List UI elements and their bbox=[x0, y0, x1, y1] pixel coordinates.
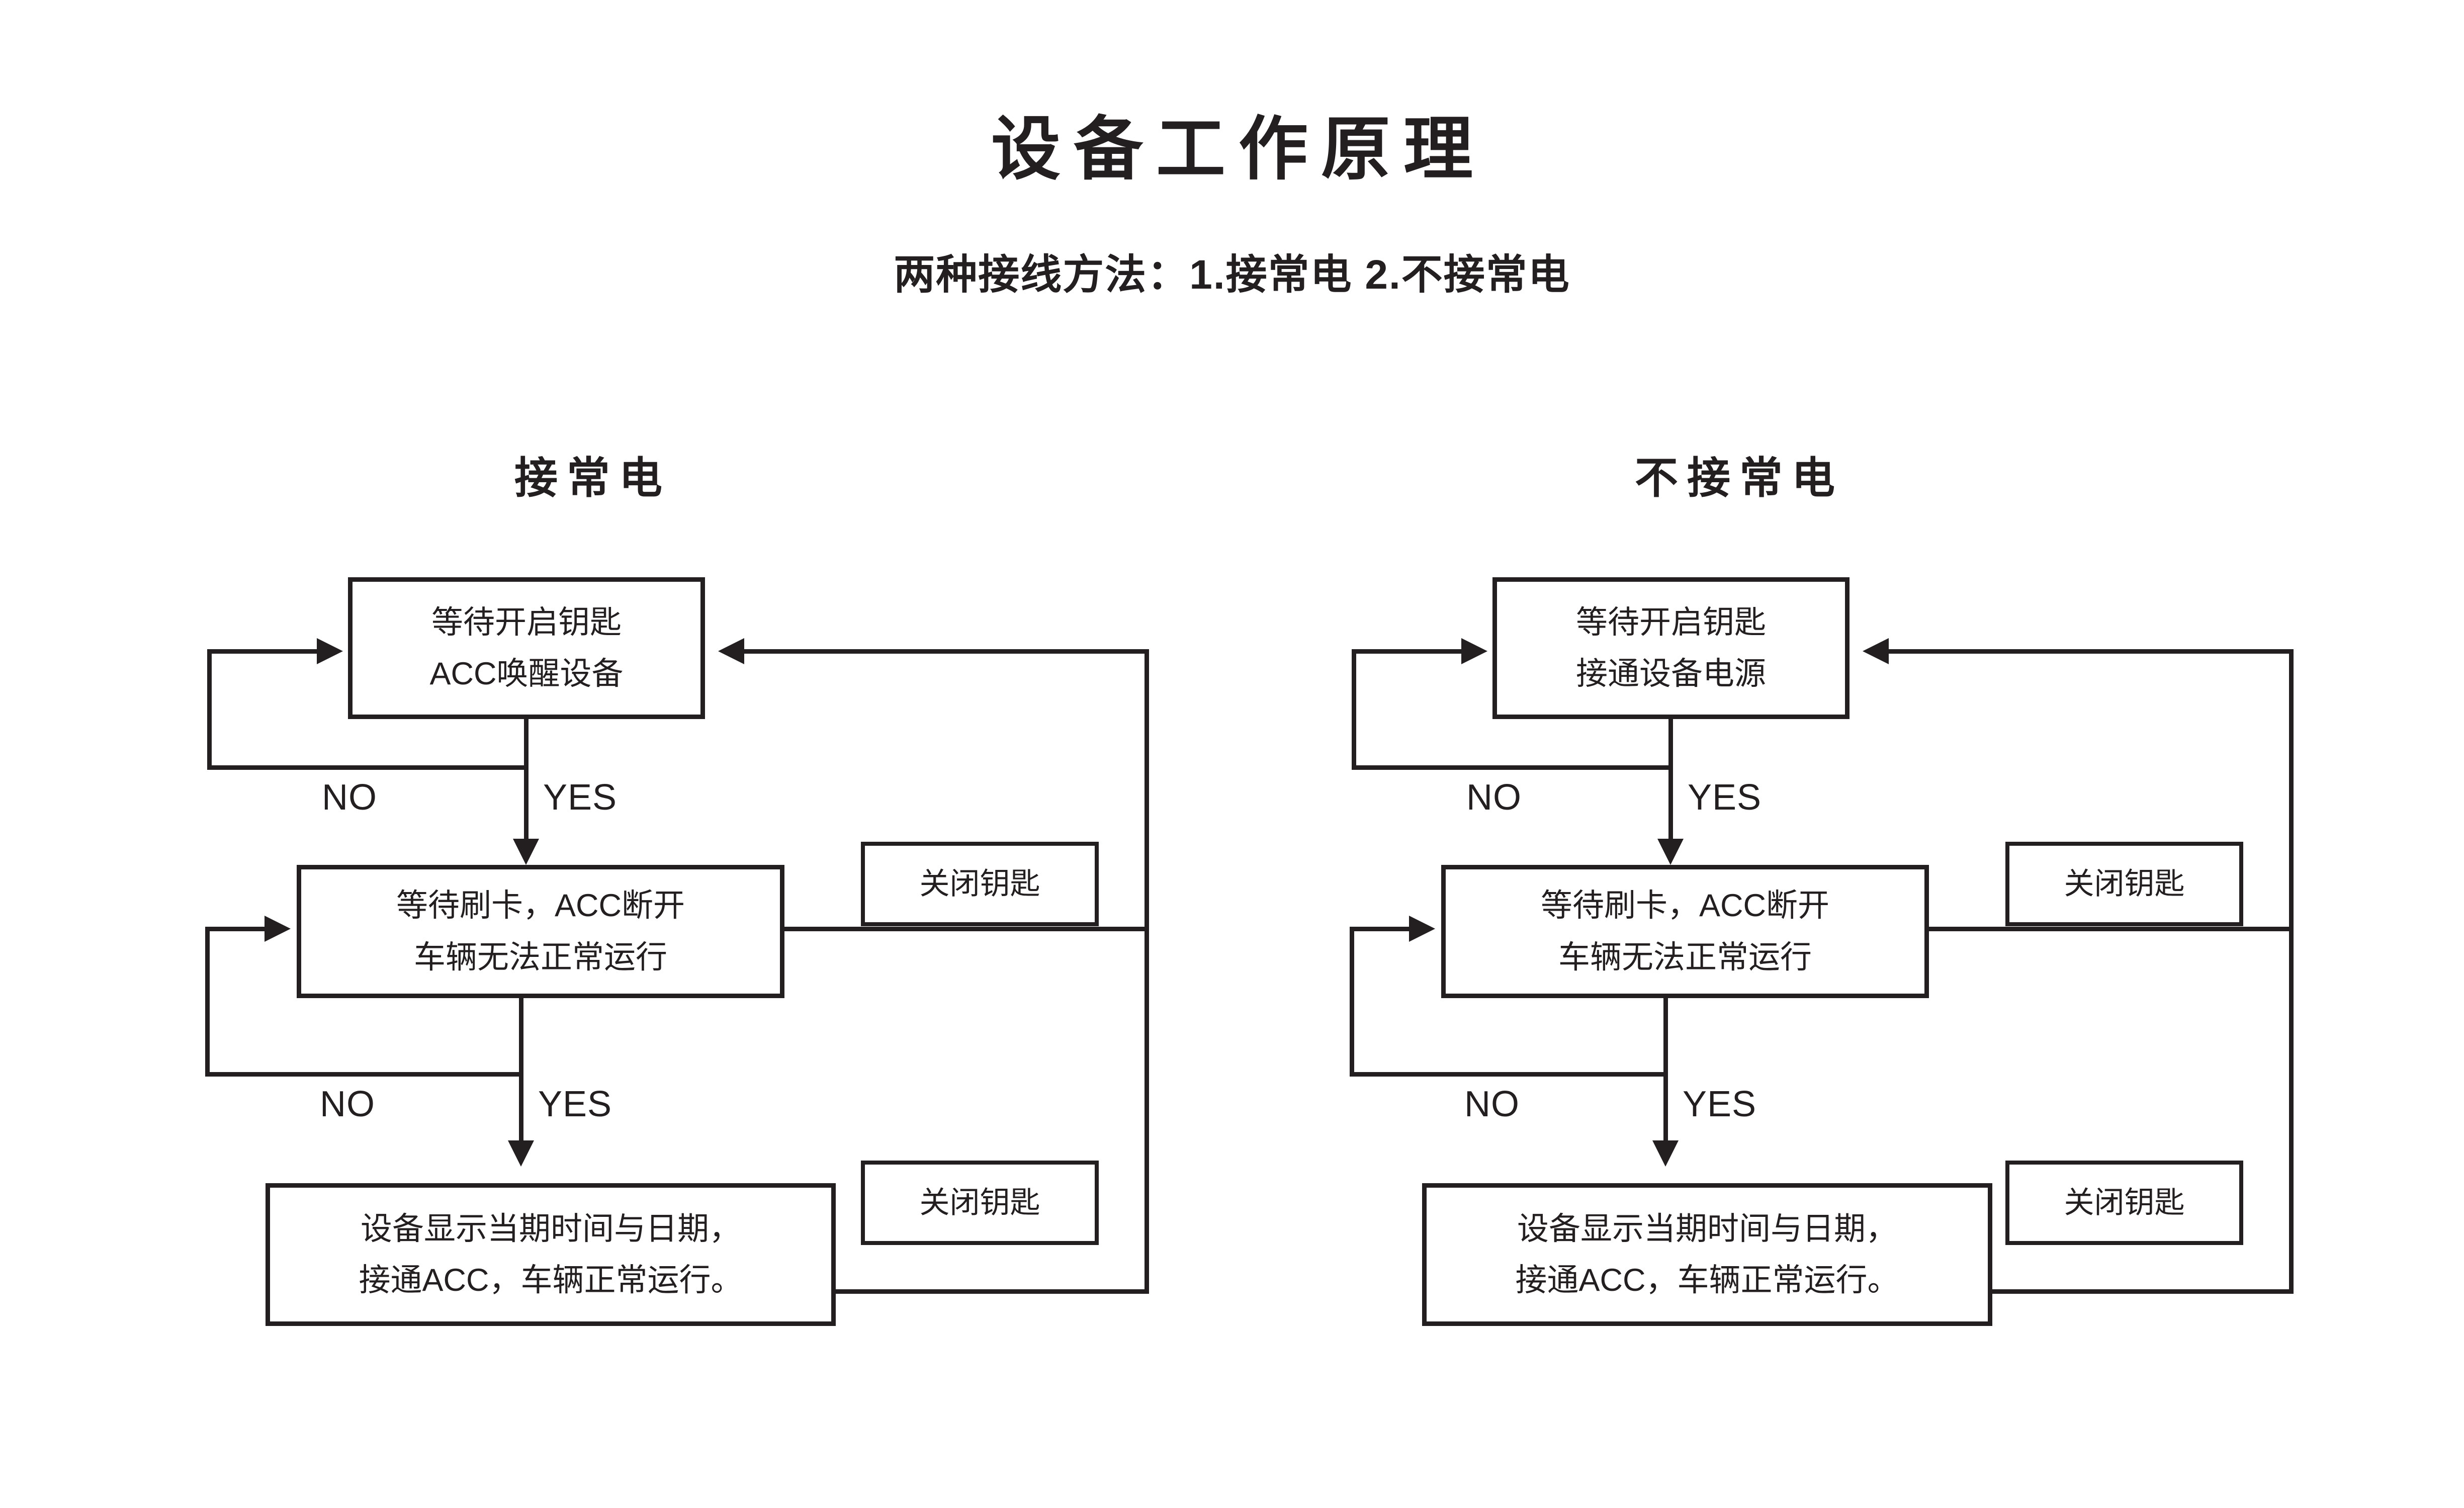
node-line: 接通ACC，车辆正常运行。 bbox=[359, 1263, 743, 1298]
page-subtitle: 两种接线方法：1.接常电 2.不接常电 bbox=[894, 252, 1570, 298]
note-right-close-key-2: 关闭钥匙 bbox=[2005, 1161, 2243, 1245]
connector-left-no-riser-2 bbox=[205, 927, 210, 1077]
connector-left-no-return-1 bbox=[207, 649, 318, 654]
connector-left-yes-trunk-1 bbox=[524, 719, 529, 847]
connector-right-return-riser bbox=[2289, 649, 2294, 1294]
node-line: 接通设备电源 bbox=[1576, 656, 1766, 691]
connector-right-no-riser-1 bbox=[1352, 649, 1356, 770]
branch-label-right-no-1: NO bbox=[1466, 777, 1522, 818]
page-title: 设备工作原理 bbox=[991, 111, 1486, 188]
connector-left-return-from-node3 bbox=[834, 1289, 1149, 1294]
node-line: 接通ACC，车辆正常运行。 bbox=[1515, 1263, 1899, 1298]
connector-right-no-return-2 bbox=[1350, 927, 1410, 931]
branch-label-left-no-2: NO bbox=[320, 1084, 375, 1124]
note-label: 关闭钥匙 bbox=[2064, 1186, 2185, 1220]
arrowhead-left-yes-2 bbox=[508, 1140, 534, 1167]
connector-left-no-riser-1 bbox=[207, 649, 212, 770]
column-heading-without-constant-power: 不接常电 bbox=[1635, 454, 1844, 502]
branch-label-right-yes-2: YES bbox=[1683, 1084, 1757, 1124]
node-right-wait-key-power-on: 等待开启钥匙 接通设备电源 bbox=[1492, 577, 1850, 719]
connector-right-no-bottom-1 bbox=[1352, 765, 1671, 770]
arrowhead-right-return bbox=[1863, 638, 1889, 664]
note-label: 关闭钥匙 bbox=[919, 1186, 1040, 1220]
note-left-close-key-2: 关闭钥匙 bbox=[861, 1161, 1099, 1245]
connector-right-return-top bbox=[1889, 649, 2294, 654]
node-line: ACC唤醒设备 bbox=[429, 656, 624, 691]
note-label: 关闭钥匙 bbox=[919, 867, 1040, 901]
node-right-wait-card-acc-off: 等待刷卡，ACC断开 车辆无法正常运行 bbox=[1441, 865, 1929, 998]
connector-right-return-from-node2 bbox=[1927, 927, 2294, 931]
node-left-device-shows-time: 设备显示当期时间与日期， 接通ACC，车辆正常运行。 bbox=[266, 1183, 836, 1326]
branch-label-left-no-1: NO bbox=[322, 777, 377, 818]
arrowhead-right-no-1 bbox=[1461, 638, 1487, 664]
connector-right-no-bottom-2 bbox=[1350, 1072, 1666, 1077]
column-heading-with-constant-power: 接常电 bbox=[514, 454, 671, 502]
node-line: 等待开启钥匙 bbox=[1576, 604, 1766, 640]
node-line: 设备显示当期时间与日期， bbox=[1517, 1211, 1897, 1247]
arrowhead-right-no-2 bbox=[1409, 916, 1435, 942]
note-label: 关闭钥匙 bbox=[2064, 867, 2185, 901]
arrowhead-right-yes-2 bbox=[1652, 1140, 1679, 1167]
node-left-wait-card-acc-off: 等待刷卡，ACC断开 车辆无法正常运行 bbox=[297, 865, 784, 998]
note-left-close-key-1: 关闭钥匙 bbox=[861, 842, 1099, 926]
node-left-wait-key-acc-wake: 等待开启钥匙 ACC唤醒设备 bbox=[348, 577, 705, 719]
node-line: 车辆无法正常运行 bbox=[1558, 939, 1812, 975]
connector-right-no-riser-2 bbox=[1350, 927, 1354, 1077]
connector-right-return-from-node3 bbox=[1990, 1289, 2294, 1294]
connector-left-no-bottom-2 bbox=[205, 1072, 521, 1077]
branch-label-left-yes-1: YES bbox=[543, 777, 618, 818]
node-right-device-shows-time: 设备显示当期时间与日期， 接通ACC，车辆正常运行。 bbox=[1422, 1183, 1992, 1326]
connector-left-return-from-node2 bbox=[782, 927, 1149, 931]
node-line: 等待刷卡，ACC断开 bbox=[396, 888, 685, 924]
connector-right-yes-trunk-1 bbox=[1668, 719, 1673, 847]
connector-left-no-return-2 bbox=[205, 927, 266, 931]
arrowhead-left-no-1 bbox=[317, 638, 343, 664]
connector-left-return-top bbox=[744, 649, 1149, 654]
connector-left-no-bottom-1 bbox=[207, 765, 526, 770]
branch-label-right-no-2: NO bbox=[1464, 1084, 1520, 1124]
connector-left-return-riser bbox=[1145, 649, 1149, 1294]
node-line: 设备显示当期时间与日期， bbox=[361, 1211, 741, 1247]
arrowhead-left-return bbox=[718, 638, 744, 664]
node-line: 车辆无法正常运行 bbox=[414, 939, 667, 975]
note-right-close-key-1: 关闭钥匙 bbox=[2005, 842, 2243, 926]
arrowhead-left-yes-1 bbox=[513, 839, 539, 865]
arrowhead-right-yes-1 bbox=[1657, 839, 1684, 865]
branch-label-right-yes-1: YES bbox=[1688, 777, 1762, 818]
branch-label-left-yes-2: YES bbox=[538, 1084, 612, 1124]
connector-right-no-return-1 bbox=[1352, 649, 1462, 654]
node-line: 等待开启钥匙 bbox=[431, 604, 622, 640]
arrowhead-left-no-2 bbox=[265, 916, 291, 942]
node-line: 等待刷卡，ACC断开 bbox=[1540, 888, 1829, 924]
